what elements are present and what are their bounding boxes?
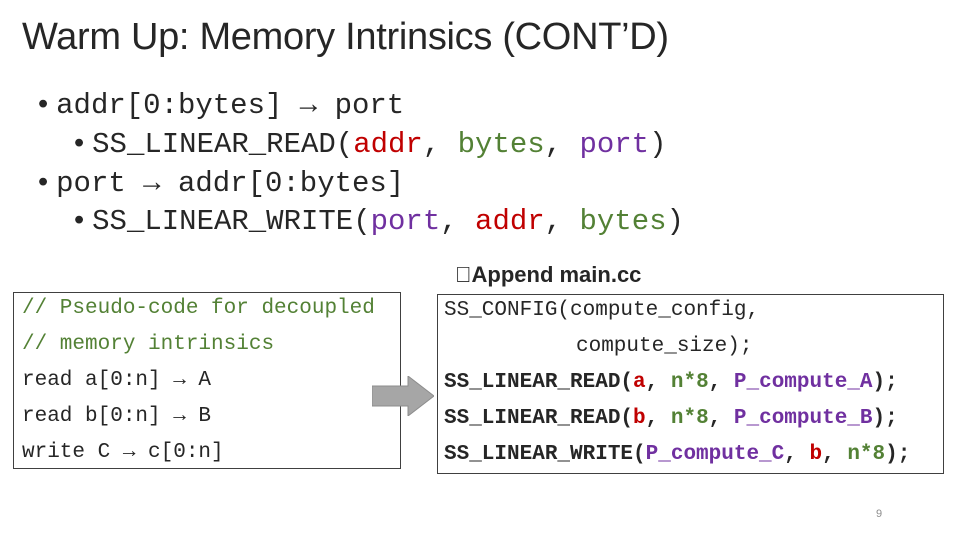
arg-port: port — [370, 205, 441, 238]
bullet-dot: • — [38, 166, 49, 198]
sep: , — [708, 371, 734, 394]
sep: , — [784, 443, 810, 466]
main-cc-code-box: SS_CONFIG(compute_config, compute_size);… — [437, 294, 944, 474]
bullet-dot: • — [74, 127, 85, 159]
code-line-2: // memory intrinsics — [22, 333, 275, 356]
code-line-4: read b[0:n] → B — [22, 405, 212, 428]
bullet-dot: • — [74, 204, 85, 236]
code-line-5: write C → c[0:n] — [22, 441, 224, 464]
sep: , — [708, 407, 734, 430]
pseudo-code-box: // Pseudo-code for decoupled // memory i… — [13, 292, 401, 469]
fn-name: SS_LINEAR_READ( — [92, 128, 354, 161]
code-line-1: // Pseudo-code for decoupled — [22, 297, 375, 320]
close-paren: ) — [666, 205, 684, 238]
close: ); — [885, 443, 911, 466]
arg-bytes: n*8 — [670, 371, 709, 394]
sep: , — [422, 128, 458, 161]
sep: , — [645, 371, 671, 394]
code-read-a: SS_LINEAR_READ(a, n*8, P_compute_A); — [444, 365, 898, 401]
arg-addr: addr — [353, 128, 423, 161]
close-paren: ) — [649, 128, 667, 161]
close: ); — [872, 407, 898, 430]
arg-addr: b — [809, 443, 823, 466]
sep: , — [544, 205, 580, 238]
fn-name: SS_LINEAR_READ( — [444, 371, 634, 394]
append-main-title:  Append main.cc — [455, 262, 642, 287]
code-config-line-1: SS_CONFIG(compute_config, — [444, 299, 760, 322]
bullet-1: •addr[0:bytes] → port — [38, 87, 404, 123]
fn-name: SS_LINEAR_WRITE( — [92, 205, 371, 238]
arg-bytes: bytes — [457, 128, 545, 161]
arg-addr: addr — [475, 205, 545, 238]
arg-port: P_compute_C — [645, 443, 785, 466]
code-config-line-2: compute_size); — [576, 335, 753, 358]
code-line-3: read a[0:n] → A — [22, 369, 212, 392]
code-write-c: SS_LINEAR_WRITE(P_compute_C, b, n*8); — [444, 437, 910, 473]
fn-name: SS_LINEAR_WRITE( — [444, 443, 646, 466]
sep: , — [440, 205, 476, 238]
bullet-2-text: port → addr[0:bytes] — [56, 167, 405, 200]
bullet-2: •port → addr[0:bytes] — [38, 165, 404, 201]
slide-title: Warm Up: Memory Intrinsics (CONT’D) — [22, 16, 669, 58]
arg-bytes: bytes — [579, 205, 667, 238]
bullet-dot: • — [38, 88, 49, 120]
bullet-1-text: addr[0:bytes] → port — [56, 89, 405, 122]
page-number: 9 — [876, 508, 883, 520]
arg-port: port — [579, 128, 650, 161]
right-arrow-icon — [372, 376, 434, 416]
code-read-b: SS_LINEAR_READ(b, n*8, P_compute_B); — [444, 401, 898, 437]
arg-bytes: n*8 — [847, 443, 886, 466]
arg-addr: b — [633, 407, 646, 430]
arg-port: P_compute_A — [733, 371, 873, 394]
sep: , — [822, 443, 848, 466]
arg-port: P_compute_B — [733, 407, 873, 430]
sep: , — [544, 128, 580, 161]
fn-name: SS_LINEAR_READ( — [444, 407, 634, 430]
bullet-1a: •SS_LINEAR_READ(addr, bytes, port) — [74, 126, 667, 162]
bullet-2a: •SS_LINEAR_WRITE(port, addr, bytes) — [74, 203, 684, 239]
sep: , — [645, 407, 671, 430]
arg-bytes: n*8 — [670, 407, 709, 430]
close: ); — [872, 371, 898, 394]
arg-addr: a — [633, 371, 646, 394]
